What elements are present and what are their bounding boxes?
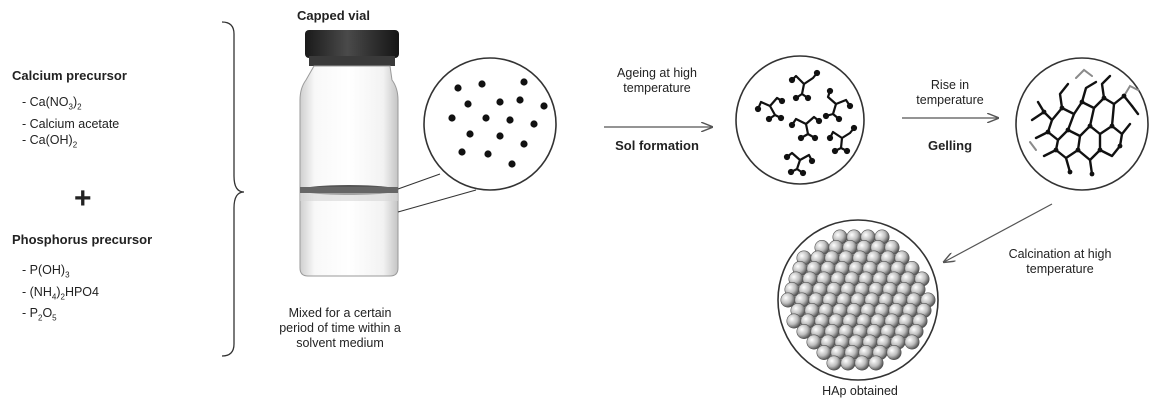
- zoom-line-lower: [398, 190, 476, 212]
- hap-sphere: [869, 356, 883, 370]
- bracket: [222, 22, 244, 356]
- hap-sphere: [905, 335, 919, 349]
- zoom-line-upper: [398, 174, 440, 189]
- hap-sphere: [887, 345, 901, 359]
- hap-sphere: [855, 356, 869, 370]
- gel-circle: [1016, 58, 1148, 190]
- hap-sphere: [841, 356, 855, 370]
- hap-sphere: [827, 356, 841, 370]
- vial-illustration: [300, 30, 399, 276]
- arrow-step3: [944, 204, 1052, 262]
